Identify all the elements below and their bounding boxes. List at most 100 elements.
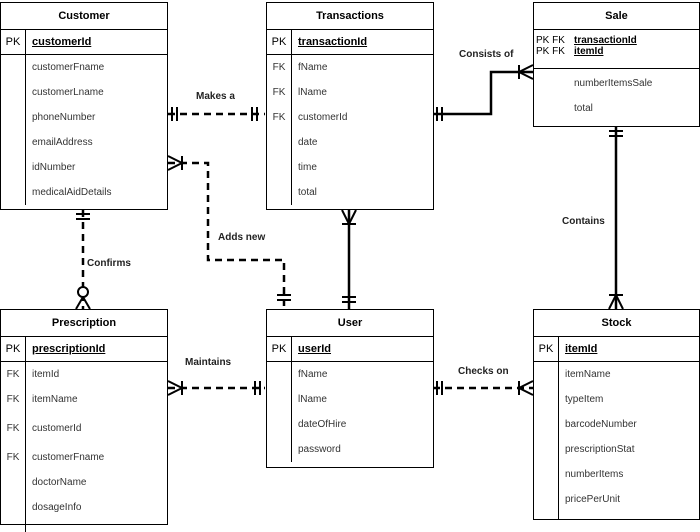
key-label xyxy=(1,130,25,155)
crowfoot-many-icon xyxy=(341,209,357,227)
attribute-field: customerId xyxy=(298,112,348,123)
entity-transactions[interactable]: Transactions PK transactionId FK FK FK f… xyxy=(266,2,434,210)
attribute-field: prescriptionStat xyxy=(565,444,635,455)
key-label xyxy=(534,487,558,512)
one-mark-icon xyxy=(436,107,443,121)
attribute-list: FK FK FK FK itemId itemName customerId c… xyxy=(1,362,167,532)
entity-title: Prescription xyxy=(1,310,167,337)
attribute-field: doctorName xyxy=(32,477,87,488)
key-label xyxy=(267,130,291,155)
key-label: FK xyxy=(272,62,286,73)
key-label xyxy=(1,55,25,80)
one-mark-icon xyxy=(609,130,623,137)
key-label xyxy=(267,180,291,205)
primary-key-field: customerId xyxy=(32,36,92,48)
attribute-field: lName xyxy=(298,87,327,98)
rel-checks-on-label: Checks on xyxy=(458,366,509,377)
key-label xyxy=(534,71,568,96)
key-label: PK FK xyxy=(536,35,565,46)
one-mark-icon xyxy=(76,213,90,220)
key-label xyxy=(1,155,25,180)
entity-title: User xyxy=(267,310,433,337)
key-label: PK FK xyxy=(536,46,565,57)
attribute-list: numberItemsSale total xyxy=(534,69,699,121)
entity-prescription[interactable]: Prescription PK prescriptionId FK FK FK … xyxy=(0,309,168,532)
crowfoot-many-icon xyxy=(516,64,534,80)
entity-title: Transactions xyxy=(267,3,433,30)
one-mark-icon xyxy=(251,107,258,121)
one-mark-icon xyxy=(277,294,291,301)
attribute-list: customerFname customerLname phoneNumber … xyxy=(1,55,167,205)
primary-key-row: PK FK PK FK transactionId itemId xyxy=(534,30,699,69)
key-label: PK xyxy=(1,30,26,54)
rel-adds-new-line xyxy=(168,161,286,309)
key-label xyxy=(1,105,25,130)
attribute-field: fName xyxy=(298,369,328,380)
attribute-list: itemName typeItem barcodeNumber prescrip… xyxy=(534,362,699,520)
rel-consists-of-label: Consists of xyxy=(459,49,514,60)
primary-key-field: itemId xyxy=(574,46,604,57)
attribute-field: fName xyxy=(298,62,328,73)
key-label xyxy=(534,96,568,121)
rel-confirms-label: Confirms xyxy=(87,258,131,269)
primary-key-field: transactionId xyxy=(574,35,637,46)
key-label xyxy=(267,437,291,462)
key-label: PK xyxy=(267,30,292,54)
attribute-field: time xyxy=(298,162,317,173)
key-label xyxy=(534,362,558,387)
attribute-field: total xyxy=(574,103,593,114)
primary-key-field: itemId xyxy=(565,343,598,355)
primary-key-row: PK itemId xyxy=(534,337,699,362)
key-label xyxy=(534,412,558,437)
key-label xyxy=(534,437,558,462)
one-mark-icon xyxy=(254,381,261,395)
key-label: PK xyxy=(534,337,559,361)
key-label: PK xyxy=(1,337,26,361)
entity-customer[interactable]: Customer PK customerId customerFname cus… xyxy=(0,2,168,210)
one-mark-icon xyxy=(342,296,356,303)
primary-key-field: transactionId xyxy=(298,36,368,48)
attribute-list: fName lName dateOfHire password xyxy=(267,362,433,462)
key-label: FK xyxy=(6,394,20,405)
entity-sale[interactable]: Sale PK FK PK FK transactionId itemId nu… xyxy=(533,2,700,127)
primary-key-row: PK prescriptionId xyxy=(1,337,167,362)
primary-key-field: userId xyxy=(298,343,332,355)
rel-adds-new-label: Adds new xyxy=(218,232,266,243)
key-label xyxy=(1,180,25,205)
attribute-field: emailAddress xyxy=(32,137,93,148)
attribute-field: date xyxy=(298,137,318,148)
crowfoot-many-icon xyxy=(608,292,624,310)
attribute-field: itemName xyxy=(565,369,611,380)
attribute-field: customerLname xyxy=(32,87,104,98)
crowfoot-many-icon xyxy=(167,155,185,171)
attribute-field: customerFname xyxy=(32,452,105,463)
entity-stock[interactable]: Stock PK itemId itemName typeItem barcod… xyxy=(533,309,700,520)
attribute-field: typeItem xyxy=(565,394,604,405)
key-label xyxy=(1,80,25,105)
attribute-field: idNumber xyxy=(32,162,76,173)
attribute-field: dateOfHire xyxy=(298,419,347,430)
primary-key-row: PK userId xyxy=(267,337,433,362)
attribute-list: FK FK FK fName lName customerId date tim… xyxy=(267,55,433,205)
attribute-field: customerId xyxy=(32,423,82,434)
key-label: FK xyxy=(6,452,20,463)
key-label: FK xyxy=(272,112,286,123)
primary-key-field: prescriptionId xyxy=(32,343,106,355)
zero-or-many-icon xyxy=(75,286,91,310)
entity-title: Stock xyxy=(534,310,699,337)
key-label: FK xyxy=(6,423,20,434)
attribute-field: numberItems xyxy=(565,469,624,480)
attribute-field: numberItemsSale xyxy=(574,78,653,89)
key-label xyxy=(534,387,558,412)
attribute-field: password xyxy=(298,444,341,455)
rel-consists-of-line xyxy=(433,70,533,116)
key-label xyxy=(267,155,291,180)
primary-key-row: PK customerId xyxy=(1,30,167,55)
key-label xyxy=(1,495,25,520)
entity-user[interactable]: User PK userId fName lName dateOfHire pa… xyxy=(266,309,434,468)
attribute-field: customerFname xyxy=(32,62,105,73)
key-label xyxy=(267,362,291,387)
attribute-field: itemId xyxy=(32,369,60,380)
crowfoot-many-icon xyxy=(167,380,185,396)
